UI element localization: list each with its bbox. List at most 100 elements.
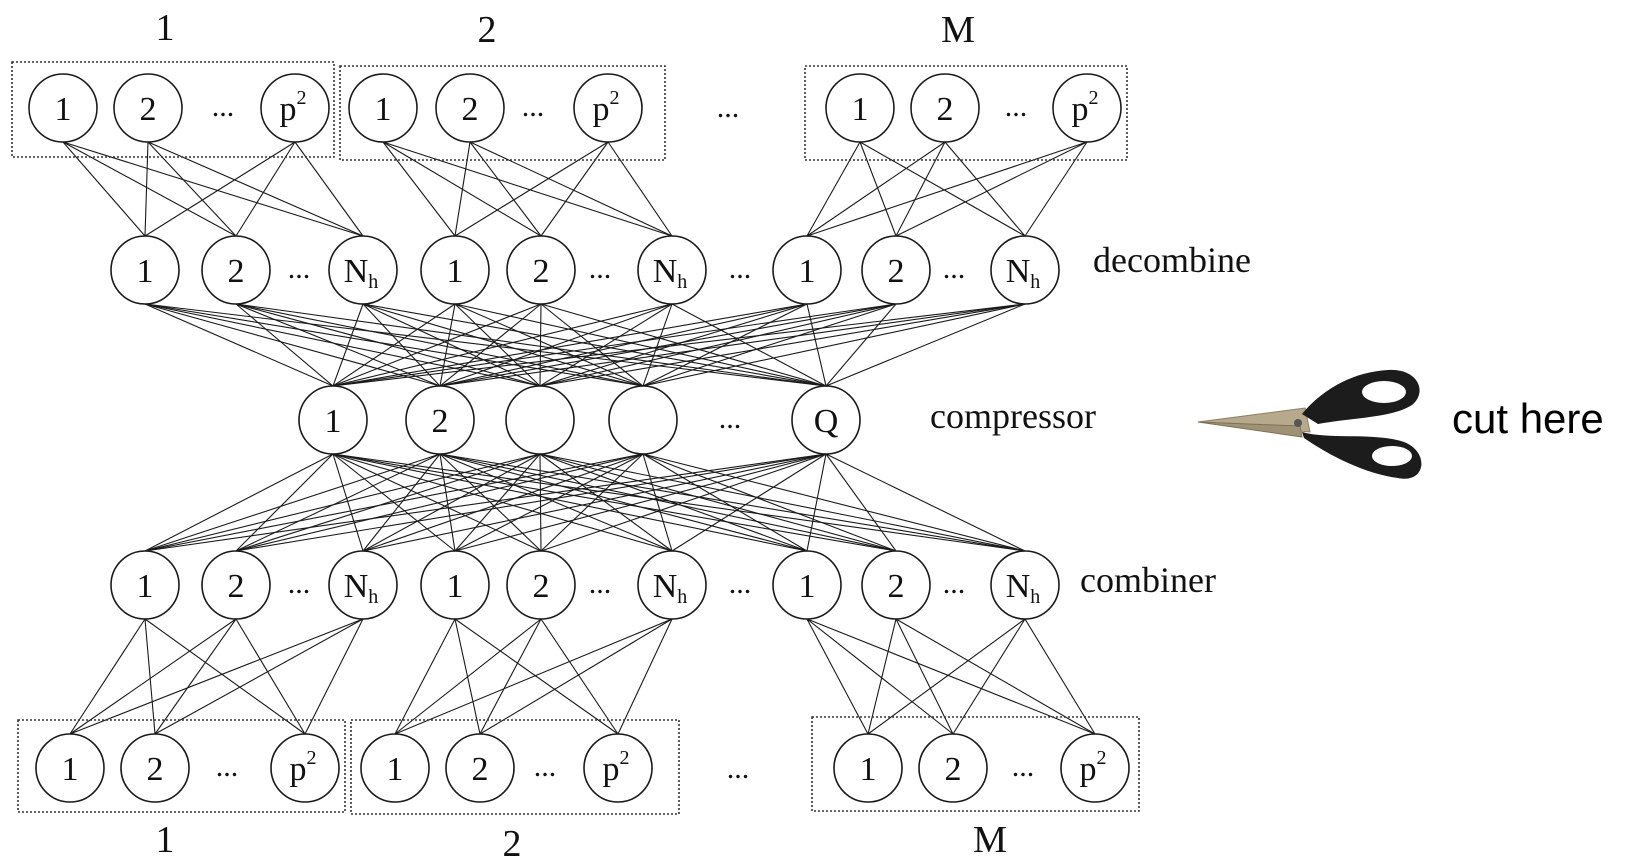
decombine-node-label: 2 — [228, 253, 245, 290]
edge — [382, 141, 673, 237]
edge — [1024, 618, 1096, 735]
combiner-ellipsis: ... — [729, 567, 752, 600]
combiner-node — [990, 550, 1060, 620]
edge — [332, 303, 808, 387]
combiner-node — [772, 550, 842, 620]
edge — [332, 453, 542, 552]
top-group-box-1 — [11, 61, 335, 158]
bottom-input-node-label: p2 — [603, 747, 630, 788]
top-input-node-label: 1 — [852, 91, 869, 128]
compressor-node — [298, 385, 368, 455]
edge — [439, 453, 808, 552]
decombine-node — [990, 235, 1060, 305]
top-input-node — [825, 73, 895, 143]
decombine-node — [772, 235, 842, 305]
edge — [439, 453, 542, 552]
edge — [895, 618, 1096, 735]
decombine-node — [637, 235, 707, 305]
edge — [439, 453, 456, 552]
scissors-icon — [1196, 330, 1428, 508]
combiner-node — [201, 550, 271, 620]
top-group-box-m — [804, 65, 1128, 161]
edge — [69, 618, 237, 735]
edge — [332, 303, 456, 387]
combiner-ellipsis: ... — [589, 567, 612, 600]
edge — [439, 303, 542, 387]
edge — [454, 453, 644, 552]
edge — [332, 303, 673, 387]
top-input-node — [113, 73, 183, 143]
edge — [235, 618, 306, 735]
bottom-input-node — [35, 733, 105, 803]
edge — [154, 618, 237, 735]
combiner-node — [110, 550, 180, 620]
combiner-node-label: Nh — [1006, 568, 1041, 608]
edge — [539, 453, 673, 552]
connection-edges — [62, 141, 1096, 735]
edge — [454, 303, 644, 387]
decombine-node-label: 2 — [888, 253, 905, 290]
combiner-node — [861, 550, 931, 620]
edge — [454, 618, 619, 735]
top-input-node-label: 1 — [375, 91, 392, 128]
edge — [944, 141, 1026, 237]
decombine-ellipsis: ... — [943, 252, 966, 285]
edge — [332, 453, 364, 552]
edge — [235, 303, 441, 387]
edge — [867, 618, 897, 735]
edge — [642, 453, 808, 552]
edge — [454, 453, 541, 552]
top-input-node-label: 1 — [55, 91, 72, 128]
edge — [540, 303, 644, 387]
decombine-node-label: 2 — [533, 253, 550, 290]
edge — [439, 453, 1026, 552]
edge — [540, 453, 644, 552]
bottom-input-node — [1060, 733, 1130, 803]
combiner-node-label: 1 — [799, 568, 816, 605]
bottom-group-ellipsis: ... — [727, 752, 750, 785]
bottom-input-node-label: 2 — [472, 751, 489, 788]
decombine-node — [420, 235, 490, 305]
top-input-node-label: 2 — [140, 91, 157, 128]
edge — [859, 141, 897, 237]
edge — [859, 141, 1026, 237]
edge — [144, 141, 296, 237]
bottom-input-node — [918, 733, 988, 803]
edge — [144, 453, 541, 552]
compressor-node — [505, 385, 575, 455]
edge — [362, 453, 827, 552]
combiner-node-label: 2 — [888, 568, 905, 605]
edge — [144, 141, 149, 237]
compressor-node — [405, 385, 475, 455]
edge — [825, 453, 897, 552]
edge — [294, 141, 364, 237]
edge — [469, 141, 673, 237]
combiner-ellipsis: ... — [943, 567, 966, 600]
top-input-ellipsis: ... — [212, 90, 235, 123]
combiner-node — [506, 550, 576, 620]
edge — [540, 453, 827, 552]
edge — [439, 303, 456, 387]
edge — [235, 303, 827, 387]
decombine-node — [506, 235, 576, 305]
top-input-node — [348, 73, 418, 143]
top-input-node-label: 2 — [937, 91, 954, 128]
edge — [454, 303, 541, 387]
edge — [642, 453, 673, 552]
bottom-input-ellipsis: ... — [216, 750, 239, 783]
edge — [332, 453, 1026, 552]
top-input-node — [435, 73, 505, 143]
combiner-node-label: 1 — [137, 568, 154, 605]
top-input-ellipsis: ... — [522, 90, 545, 123]
edge — [332, 303, 1026, 387]
top-group-label-2: 2 — [478, 9, 497, 51]
edge — [469, 141, 542, 237]
edge — [479, 618, 542, 735]
compressor-ellipsis: ... — [719, 402, 742, 435]
edge — [540, 141, 609, 237]
edge — [144, 618, 156, 735]
edge — [642, 453, 1026, 552]
edge — [144, 618, 306, 735]
